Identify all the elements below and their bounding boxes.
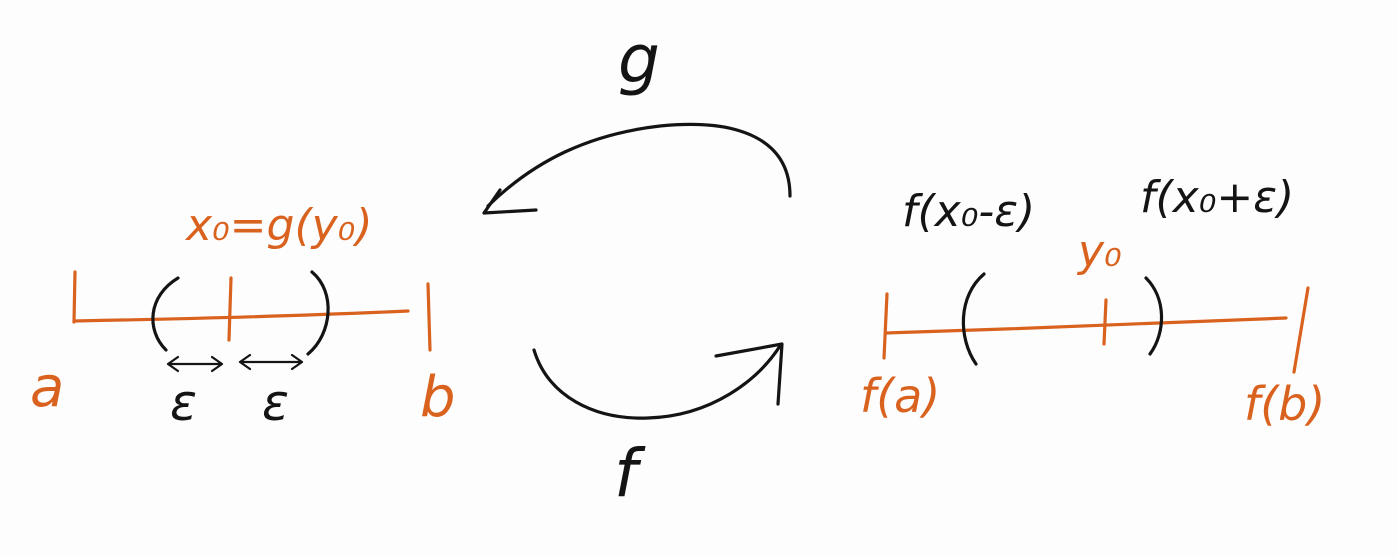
a-label: a — [30, 355, 64, 420]
y0-label: y₀ — [1076, 226, 1122, 277]
right-number-line — [884, 316, 1288, 335]
right-close-paren — [1144, 276, 1164, 356]
epsilon-left-label: ε — [170, 374, 197, 432]
f-arrow — [532, 342, 784, 420]
left-start-tick — [72, 270, 77, 324]
left-number-line — [72, 309, 410, 323]
f-x0-plus-eps-label: f(x₀+ε) — [1140, 172, 1294, 223]
right-close-paren — [306, 270, 330, 356]
x0-label: x₀=g(y₀) — [184, 200, 372, 251]
right-open-paren — [961, 272, 986, 366]
epsilon-right-label: ε — [262, 374, 289, 432]
f-x0-minus-eps-label: f(x₀-ε) — [902, 186, 1035, 237]
x0-tick — [227, 276, 233, 342]
f-arrow-head — [714, 342, 784, 406]
epsilon-right-arrow — [238, 353, 304, 371]
right-end-tick — [1292, 286, 1310, 374]
right-start-tick — [882, 292, 889, 360]
y0-tick — [1102, 298, 1108, 346]
left-neighborhood — [151, 270, 330, 373]
g-arrow — [482, 122, 792, 215]
right-interval — [882, 286, 1310, 374]
left-open-paren — [151, 276, 180, 352]
fb-label: f(b) — [1244, 377, 1325, 431]
epsilon-left-arrow — [166, 355, 224, 373]
f-arrow-curve — [532, 344, 782, 420]
g-arrow-head — [482, 188, 538, 215]
left-interval — [72, 270, 432, 352]
g-arrow-curve — [486, 122, 792, 208]
fa-label: f(a) — [860, 369, 940, 423]
right-neighborhood — [961, 272, 1164, 366]
left-end-tick — [426, 282, 432, 352]
f-label: f — [614, 435, 646, 512]
b-label: b — [420, 365, 456, 430]
g-label: g — [618, 21, 660, 98]
